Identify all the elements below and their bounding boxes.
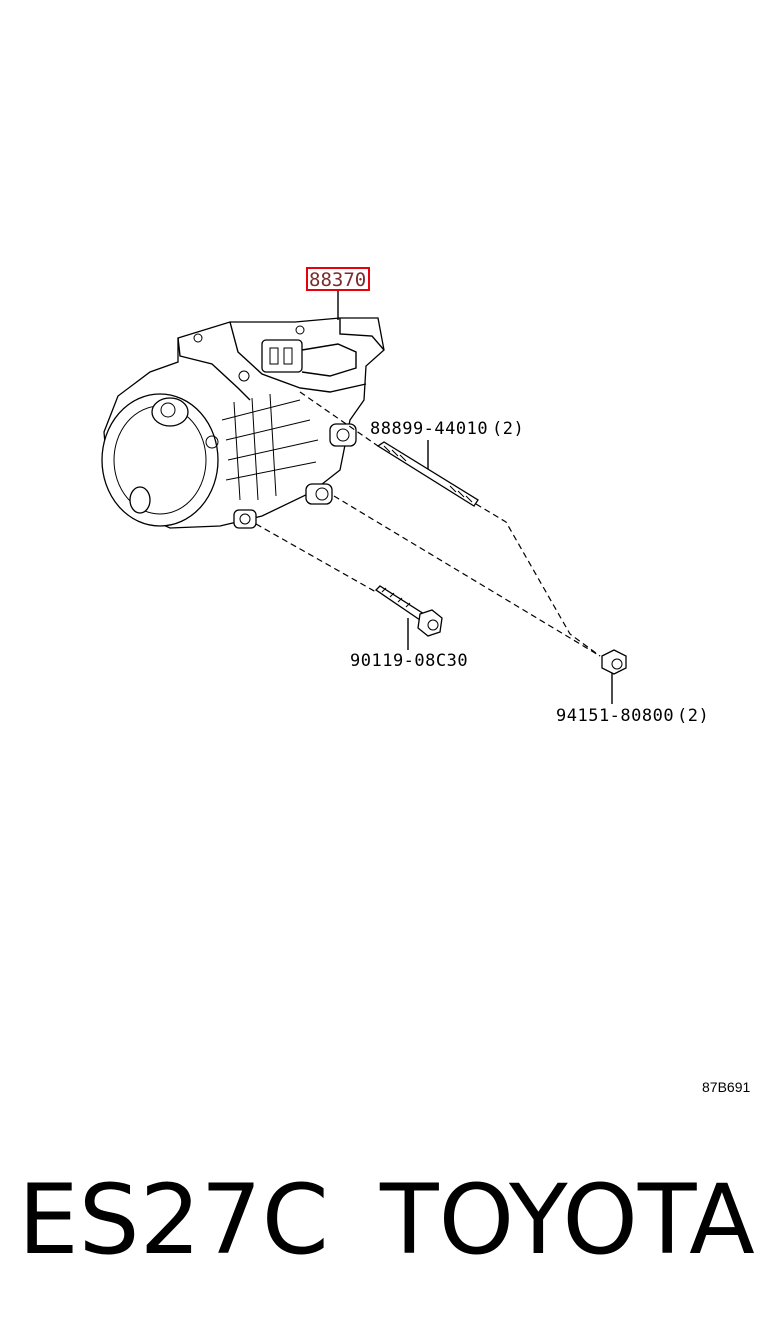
part-number-compressor: 88370: [309, 269, 366, 291]
part-qty-nut: (2): [677, 706, 709, 726]
stud-bolt-illustration: [376, 441, 479, 507]
figure-code: 87B691: [702, 1079, 750, 1095]
highlighted-part-label[interactable]: 88370: [306, 267, 370, 291]
part-number-nut[interactable]: 94151-80800: [556, 706, 674, 726]
leader-lines: [337, 290, 613, 704]
nut-illustration: [601, 649, 627, 675]
model-code: ES27C: [18, 1164, 329, 1276]
brand-name: TOYOTA: [380, 1164, 755, 1276]
part-number-bolt[interactable]: 90119-08C30: [350, 651, 468, 671]
part-number-stud-bolt[interactable]: 88899-44010: [370, 419, 488, 439]
assembly-dashed-lines: [255, 391, 601, 657]
part-qty-stud-bolt: (2): [492, 419, 524, 439]
compressor-illustration: [101, 317, 385, 529]
footer-caption: ES27C TOYOTA: [0, 1160, 760, 1280]
bolt-illustration: [374, 585, 443, 637]
